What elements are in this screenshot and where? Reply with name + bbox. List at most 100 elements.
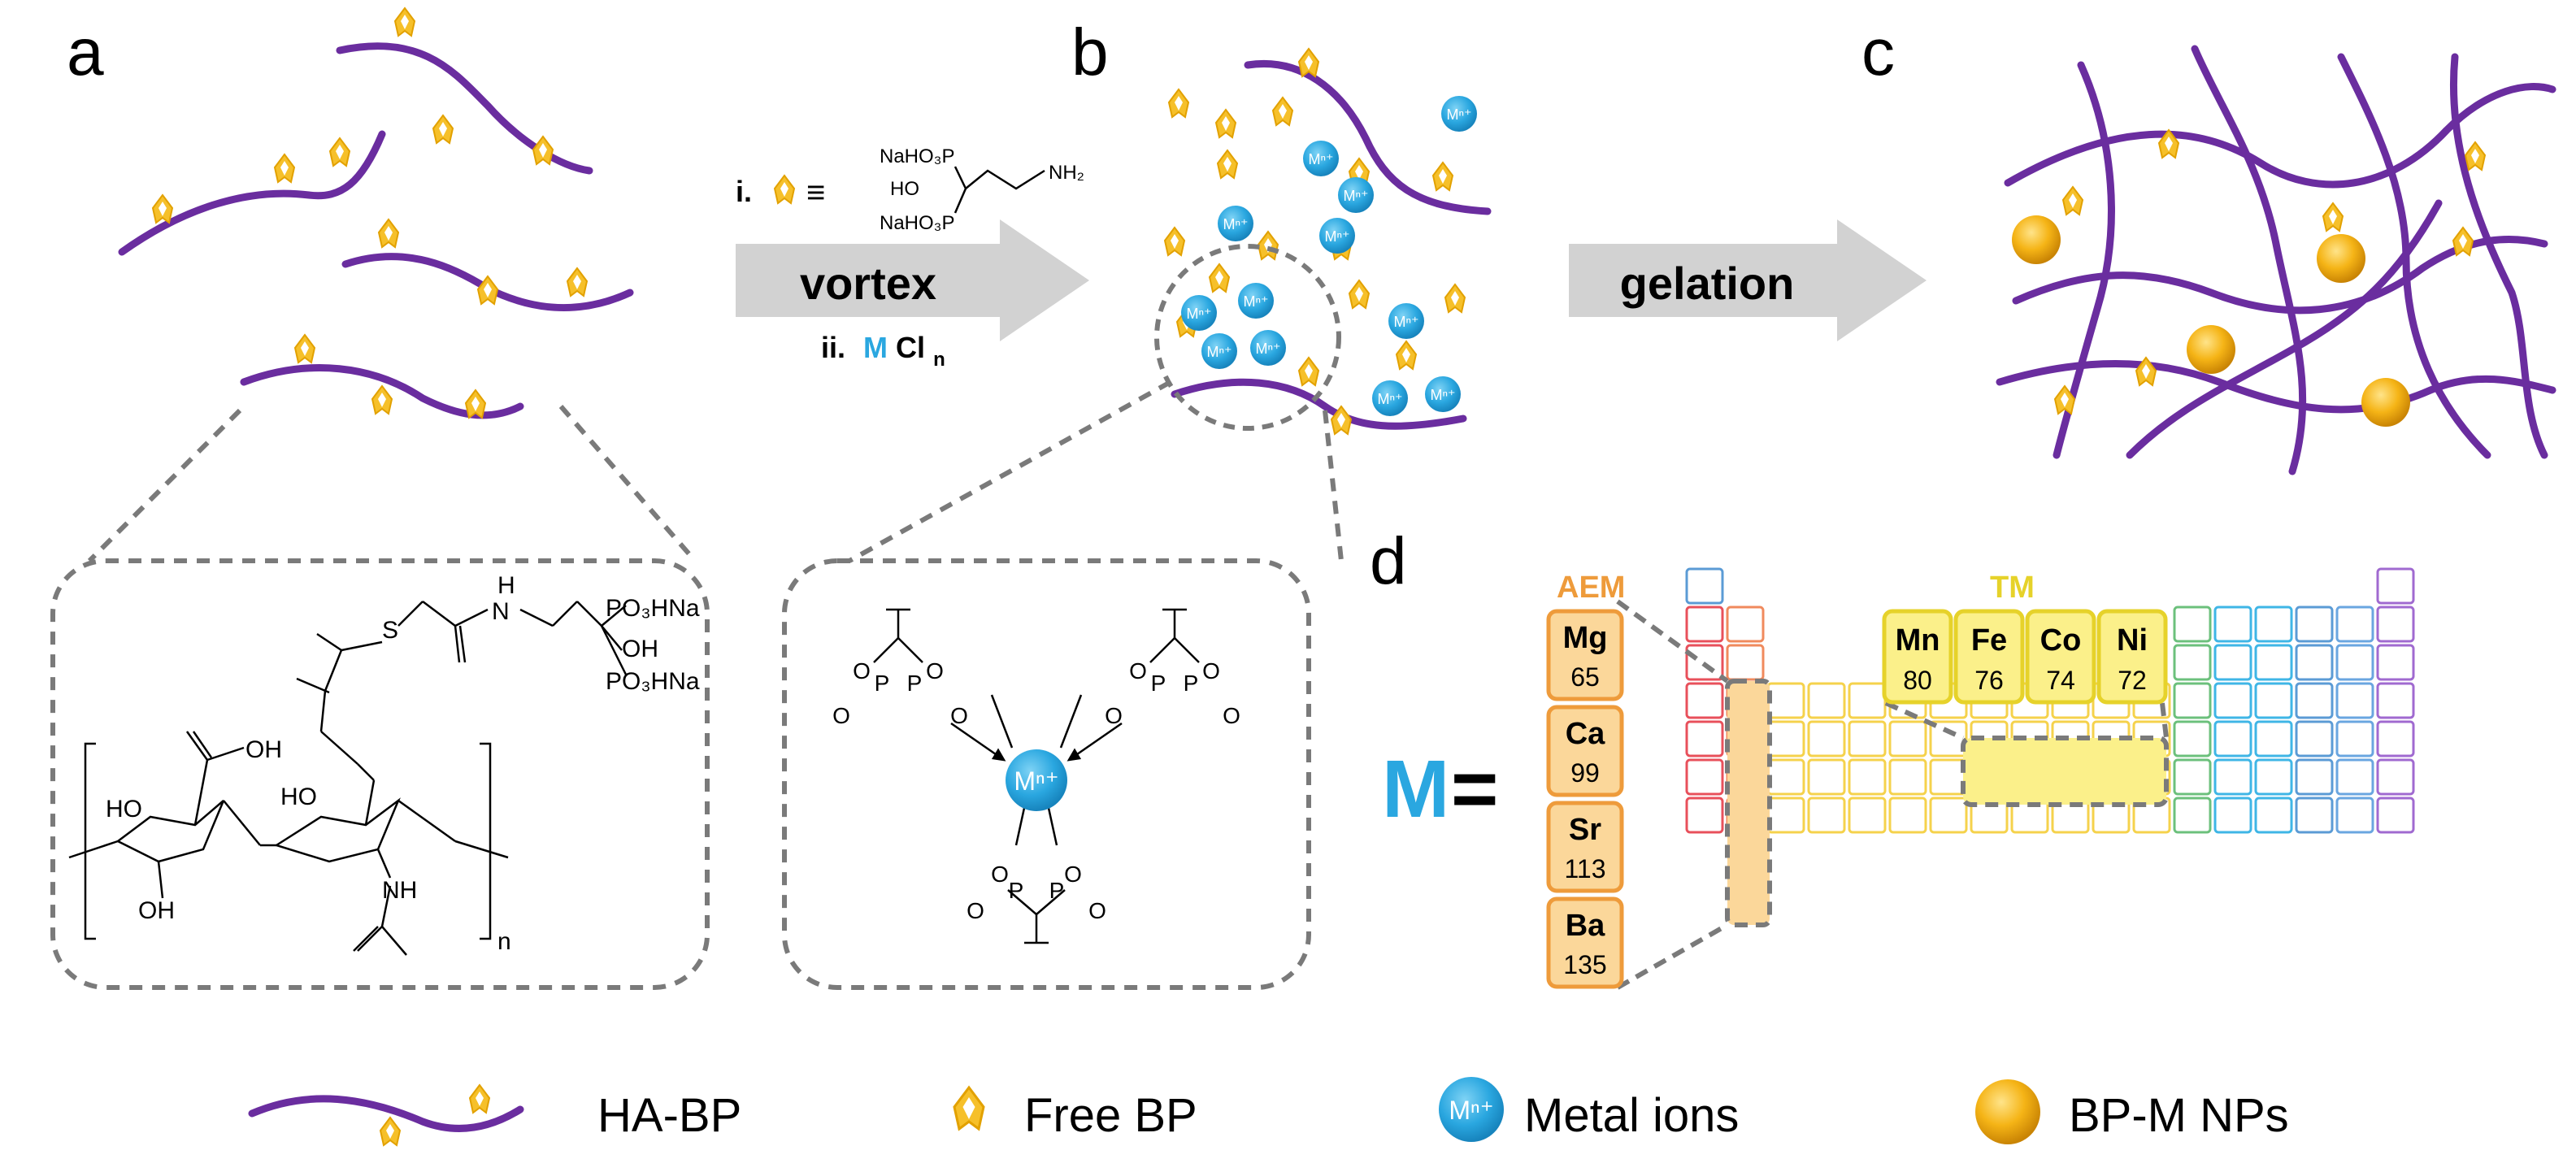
reagent-ho: HO [890,178,919,200]
aem-label: AEM [1557,571,1625,605]
nanoparticle-icon [1975,1079,2040,1144]
periodic-cell [1848,758,1887,796]
periodic-cell [1766,758,1805,796]
periodic-cell [1929,720,1968,757]
ha-bp-chain-icon [248,1095,524,1132]
reagent-step-i: i. ≡ NaHO₃P HO NaHO₃P NH₂ [736,145,1084,234]
reagent-nahopo3-bottom: NaHO₃P [880,212,954,234]
periodic-cell [1726,606,1765,643]
legend-item-nanoparticles: BP-M NPs [1975,1079,2289,1144]
periodic-cell [2173,606,2212,643]
svg-text:Mⁿ⁺: Mⁿ⁺ [1343,188,1368,204]
ha-chain-4 [240,364,524,419]
element-value: 99 [1570,758,1600,788]
periodic-cell [2213,644,2252,681]
reagent-nahopo3-top: NaHO₃P [880,145,954,167]
step-ii-sub: n [933,349,945,371]
chelate-structure [873,608,1200,944]
label-ring-oh1: OH [138,897,175,924]
element-value: 80 [1903,666,1932,695]
periodic-cell [2376,682,2415,719]
structure-box-chelate [782,558,1311,990]
step-ii-metal: M [863,331,888,364]
element-value: 74 [2046,666,2075,695]
periodic-cell [2254,606,2293,643]
metal-ion: Mⁿ⁺ [1441,96,1477,132]
zoom-lines [87,380,1344,563]
panel-b-metal-ions: Mⁿ⁺ Mⁿ⁺ Mⁿ⁺ Mⁿ⁺ Mⁿ⁺ Mⁿ⁺ Mⁿ⁺ Mⁿ⁺ Mⁿ⁺ Mⁿ⁺ … [1181,96,1477,416]
periodic-cell [2295,682,2334,719]
periodic-cell [2254,682,2293,719]
periodic-cell [1685,797,1724,834]
metal-ion: Mⁿ⁺ [1238,283,1274,319]
gelation-arrow: gelation [1569,219,1927,341]
legend-item-free-bp: Free BP [953,1086,1197,1142]
aem-cell-ca: Ca 99 [1546,705,1624,797]
legend-item-ha-bp: HA-BP [248,1084,741,1146]
free-bp-icon [953,1086,985,1131]
tm-row-highlight [1961,736,2169,807]
ha-bp-structure [68,601,628,956]
periodic-cell [2173,682,2212,719]
legend-label: HA-BP [597,1089,741,1142]
periodic-cell [1888,720,1927,757]
periodic-cell [1888,797,1927,834]
svg-text:O: O [1202,658,1220,684]
metal-ion: Mⁿ⁺ [1181,295,1217,331]
svg-text:Mⁿ⁺: Mⁿ⁺ [1255,341,1280,357]
periodic-cell [2335,797,2374,834]
label-ring-nh: NH [382,877,417,904]
panel-b-free-bp [1164,48,1466,435]
nanoparticle [2187,325,2235,374]
metal-ion: Mⁿ⁺ [1218,206,1253,241]
metal-ion-icon [1439,1077,1504,1142]
periodic-cell [1807,720,1846,757]
periodic-cell [2376,797,2415,834]
element-symbol: Fe [1971,623,2007,658]
metal-ion: Mⁿ⁺ [1303,141,1339,176]
reagent-step-ii: ii. M Cl n [821,331,945,371]
svg-text:O: O [1064,862,1082,887]
aem-column-highlight [1725,679,1772,927]
label-po3hna-bottom: PO₃HNa [606,668,700,695]
periodic-cell [2173,720,2212,757]
svg-text:Mⁿ⁺: Mⁿ⁺ [1393,314,1418,330]
label-n: N [492,598,510,625]
periodic-cell [1929,797,1968,834]
element-value: 65 [1570,662,1600,692]
nanoparticle [2012,215,2061,264]
legend: HA-BP Free BP Mⁿ⁺ Metal ions BP-M NPs [248,1077,2289,1146]
periodic-cell [2335,682,2374,719]
svg-text:ii. M Cl n: ii. M Cl n [821,331,945,371]
periodic-cell [2213,606,2252,643]
svg-text:O: O [1088,898,1106,923]
svg-text:Mⁿ⁺: Mⁿ⁺ [1308,151,1333,167]
periodic-cell [1848,720,1887,757]
step-ii-prefix: ii. [821,331,845,364]
element-symbol: Ni [2117,623,2148,658]
metal-ion: Mⁿ⁺ [1201,333,1237,369]
m-equals: M = [1382,744,1498,835]
svg-text:Mⁿ⁺: Mⁿ⁺ [1243,293,1268,310]
metal-ion: Mⁿ⁺ [1425,376,1461,412]
svg-text:O: O [967,898,984,923]
element-value: 113 [1564,854,1605,883]
element-symbol: Co [2040,623,2082,658]
element-symbol: Ca [1566,717,1605,751]
ha-bp-structure-labels: PO₃HNa OH PO₃HNa H N S OH HO OH HO NH n [106,572,700,955]
svg-text:O: O [1105,703,1123,728]
periodic-cell [1807,797,1846,834]
vortex-arrow: vortex [736,219,1089,341]
panel-c-nanoparticles [2012,215,2410,427]
periodic-cell [2335,644,2374,681]
periodic-cell [1685,606,1724,643]
reagent-nh2: NH₂ [1049,162,1084,184]
periodic-cell [1888,758,1927,796]
svg-text:O: O [950,703,968,728]
svg-text:P: P [875,671,890,696]
svg-text:O: O [832,703,850,728]
panel-label-c: c [1861,15,1895,89]
